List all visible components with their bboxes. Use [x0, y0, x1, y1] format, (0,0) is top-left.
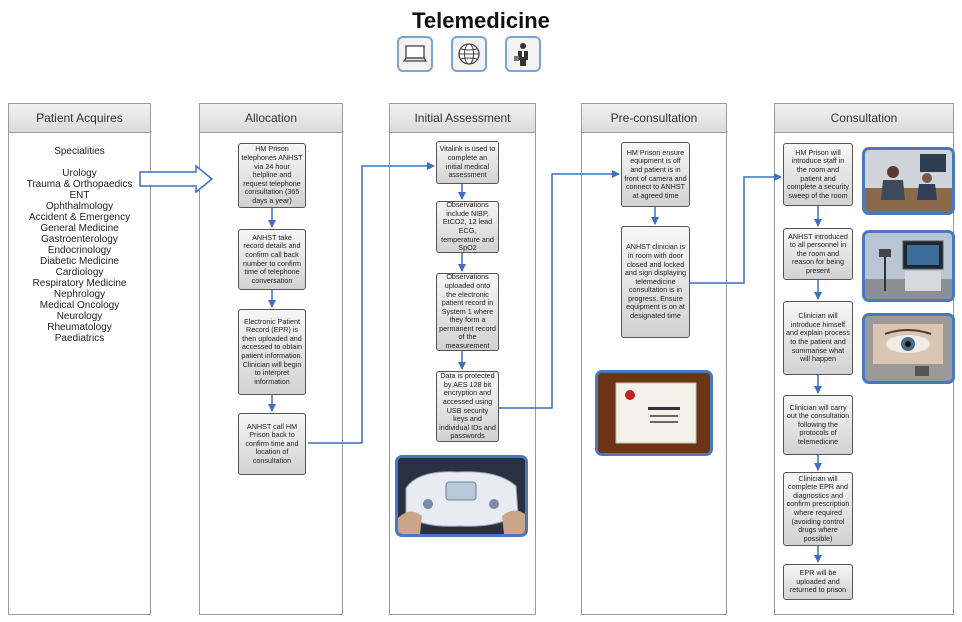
allocation-step: ANHST call HM Prison back to confirm tim…	[238, 413, 306, 475]
speciality-item: Trauma & Orthopaedics	[26, 179, 133, 190]
speciality-item: Endocrinology	[47, 245, 112, 256]
consultation-step: Clinician will complete EPR and diagnost…	[783, 472, 853, 546]
lane-header: Pre-consultation	[582, 104, 726, 133]
assessment-step: Vitalink is used to complete an initial …	[436, 141, 499, 184]
lane-header: Initial Assessment	[390, 104, 535, 133]
equipment-room-photo	[862, 230, 955, 302]
lane-patient-acquires: Patient Acquires Specialities Urology Tr…	[8, 103, 151, 615]
consultation-step: Clinician will carry out the consultatio…	[783, 395, 853, 455]
preconsultation-step: HM Prison ensure equipment is off and pa…	[621, 142, 690, 207]
consultation-step: EPR will be uploaded and returned to pri…	[783, 564, 853, 600]
allocation-step: ANHST take record details and confirm ca…	[238, 229, 306, 290]
consultation-step: HM Prison will introduce staff in the ro…	[783, 143, 853, 206]
lane-header: Consultation	[775, 104, 953, 133]
specialities-title: Specialities	[54, 146, 105, 157]
speciality-item: Gastroenterology	[41, 234, 118, 245]
speciality-item: Nephrology	[53, 289, 106, 300]
consultation-step: Clinician will introduce himself and exp…	[783, 301, 853, 375]
speciality-item: Rheumatology	[47, 322, 112, 333]
preconsultation-step: ANHST clinician is in room with door clo…	[621, 226, 690, 338]
globe-icon	[451, 36, 487, 72]
allocation-step: HM Prison telephones ANHST via 24 hour h…	[238, 143, 306, 208]
laptop-icon	[397, 36, 433, 72]
lane-header: Allocation	[200, 104, 342, 133]
vitalink-device-photo	[395, 455, 528, 537]
page-title: Telemedicine	[412, 8, 550, 33]
allocation-step: Electronic Patient Record (EPR) is then …	[238, 309, 306, 395]
no-entry-sign-photo	[595, 370, 713, 456]
eye-camera-photo	[862, 313, 955, 384]
specialities-list: Urology Trauma & Orthopaedics ENT Ophtha…	[9, 168, 150, 344]
consultation-room-photo	[862, 147, 955, 215]
assessment-step: Data is protected by AES 128 bit encrypt…	[436, 371, 499, 442]
speciality-item: Accident & Emergency	[28, 212, 131, 223]
speciality-item: ENT	[69, 190, 90, 201]
speciality-item: Neurology	[56, 311, 103, 322]
speciality-item: Urology	[62, 168, 97, 179]
speciality-item: Cardiology	[55, 267, 104, 278]
consultation-step: ANHST introduced to all personnel in the…	[783, 228, 853, 280]
speciality-item: General Medicine	[40, 223, 119, 234]
lane-header: Patient Acquires	[9, 104, 150, 133]
lane-pre-consultation: Pre-consultation	[581, 103, 727, 615]
doctor-icon	[505, 36, 541, 72]
speciality-item: Paediatrics	[54, 333, 105, 344]
assessment-step: Observations uploaded onto the electroni…	[436, 273, 499, 351]
assessment-step: Observations include NIBP, EtCO2, 12 lea…	[436, 200, 499, 253]
speciality-item: Diabetic Medicine	[40, 256, 119, 267]
speciality-item: Ophthalmology	[45, 201, 114, 212]
speciality-item: Medical Oncology	[39, 300, 120, 311]
speciality-item: Respiratory Medicine	[32, 278, 127, 289]
